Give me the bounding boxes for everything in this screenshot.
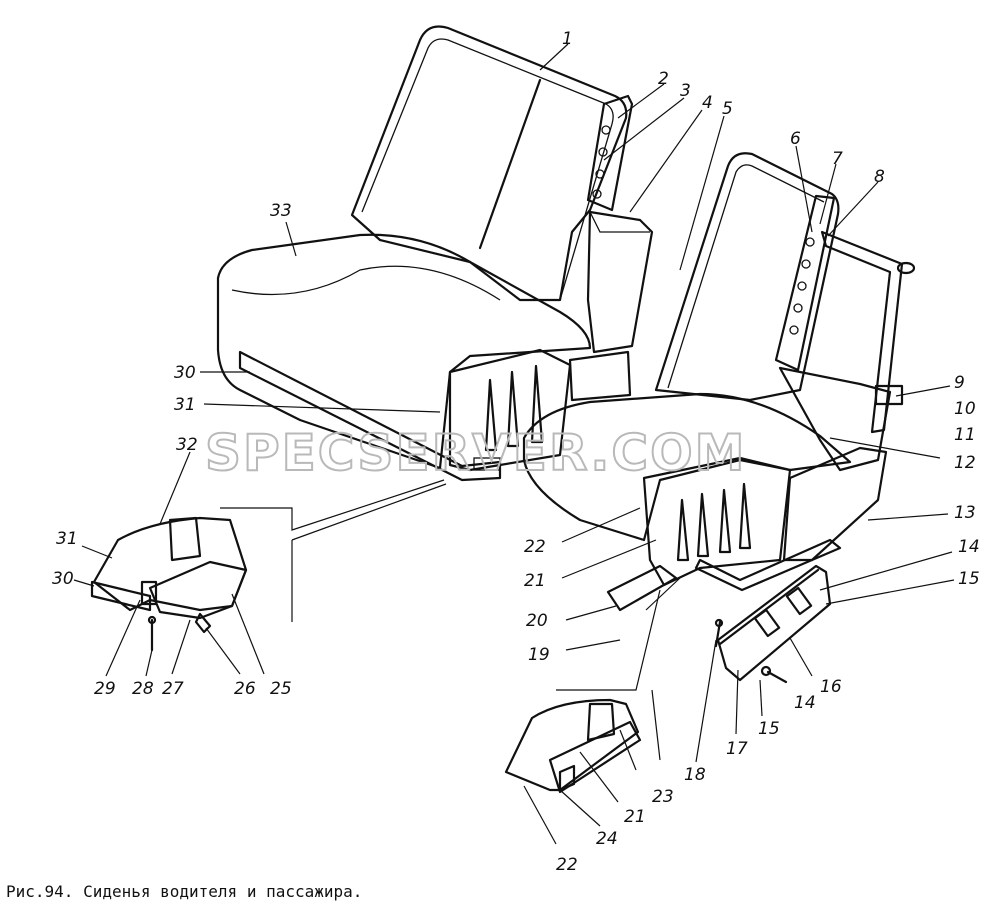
callout-9: 9: [954, 373, 965, 393]
bench-cushion: [216, 233, 592, 470]
callout-22a: 22: [524, 537, 546, 557]
callout-33: 33: [270, 201, 292, 221]
callout-25: 25: [270, 679, 292, 699]
seat-slide-bracket: [606, 564, 678, 612]
callout-19: 19: [528, 645, 550, 665]
driver-armrest: [778, 366, 892, 472]
callout-21b: 21: [624, 807, 646, 827]
callout-22b: 22: [556, 855, 578, 875]
driver-floor-rod: [694, 538, 842, 592]
detail-left-base-strip: [90, 580, 152, 612]
callout-4: 4: [702, 93, 713, 113]
figure-caption: Рис.94. Сиденья водителя и пассажира.: [6, 882, 363, 901]
bench-backrest: [350, 25, 628, 302]
driver-cushion: [522, 392, 852, 542]
upper-slide-rail: [716, 564, 832, 682]
slide-rail-assembly: [714, 564, 832, 684]
callout-14a: 14: [958, 537, 980, 557]
callout-1: 1: [562, 29, 573, 49]
bench-armrest: [586, 210, 654, 354]
bench-seat: [216, 25, 654, 482]
callout-7: 7: [832, 149, 843, 169]
callout-30a: 30: [52, 569, 74, 589]
detail-view-bottom: [504, 577, 681, 794]
callout-15b: 15: [758, 719, 780, 739]
bench-rear-frame: [568, 350, 632, 402]
callout-8: 8: [874, 167, 885, 187]
callout-16: 16: [820, 677, 842, 697]
driver-backrest: [654, 152, 840, 402]
backrest-hinge-bracket-right: [774, 194, 836, 372]
callout-31a: 31: [56, 529, 78, 549]
callout-18: 18: [684, 765, 706, 785]
detail-bottom-side-panel: [548, 720, 642, 794]
detail-left-wood-frame: [148, 560, 248, 620]
callout-24: 24: [596, 829, 618, 849]
callout-26: 26: [234, 679, 256, 699]
callout-28: 28: [132, 679, 154, 699]
callout-2: 2: [658, 69, 669, 89]
watermark-text: SPECSERVER.COM: [205, 424, 746, 482]
callout-14b: 14: [794, 693, 816, 713]
callout-15a: 15: [958, 569, 980, 589]
callout-21a: 21: [524, 571, 546, 591]
callout-6: 6: [790, 129, 801, 149]
callout-31b: 31: [174, 395, 196, 415]
callout-labels: 1 2 3 4 5 6 7 8 9 10 11 12 13 14 15 16 1…: [52, 29, 980, 875]
callout-30b: 30: [174, 363, 196, 383]
callout-12: 12: [954, 453, 976, 473]
callout-23: 23: [652, 787, 674, 807]
callout-3: 3: [680, 81, 691, 101]
callout-17: 17: [726, 739, 748, 759]
callout-13: 13: [954, 503, 976, 523]
callout-20: 20: [526, 611, 548, 631]
bench-base-rail: [238, 350, 502, 482]
leader-lines: [73, 43, 955, 845]
driver-side-panel: [642, 456, 792, 587]
callout-10: 10: [954, 399, 976, 419]
backrest-hinge-bracket-left: [586, 94, 634, 212]
detail-view-left: [90, 479, 447, 652]
callout-5: 5: [722, 99, 733, 119]
bench-side-panel: [448, 348, 572, 472]
slide-bolt: [766, 670, 788, 684]
callout-11: 11: [954, 425, 976, 445]
driver-tubular-frame: [820, 230, 904, 434]
callout-29: 29: [94, 679, 116, 699]
detail-bottom-cushion-section: [504, 698, 640, 792]
callout-32: 32: [176, 435, 198, 455]
driver-seat: [522, 152, 916, 592]
callout-27: 27: [162, 679, 184, 699]
